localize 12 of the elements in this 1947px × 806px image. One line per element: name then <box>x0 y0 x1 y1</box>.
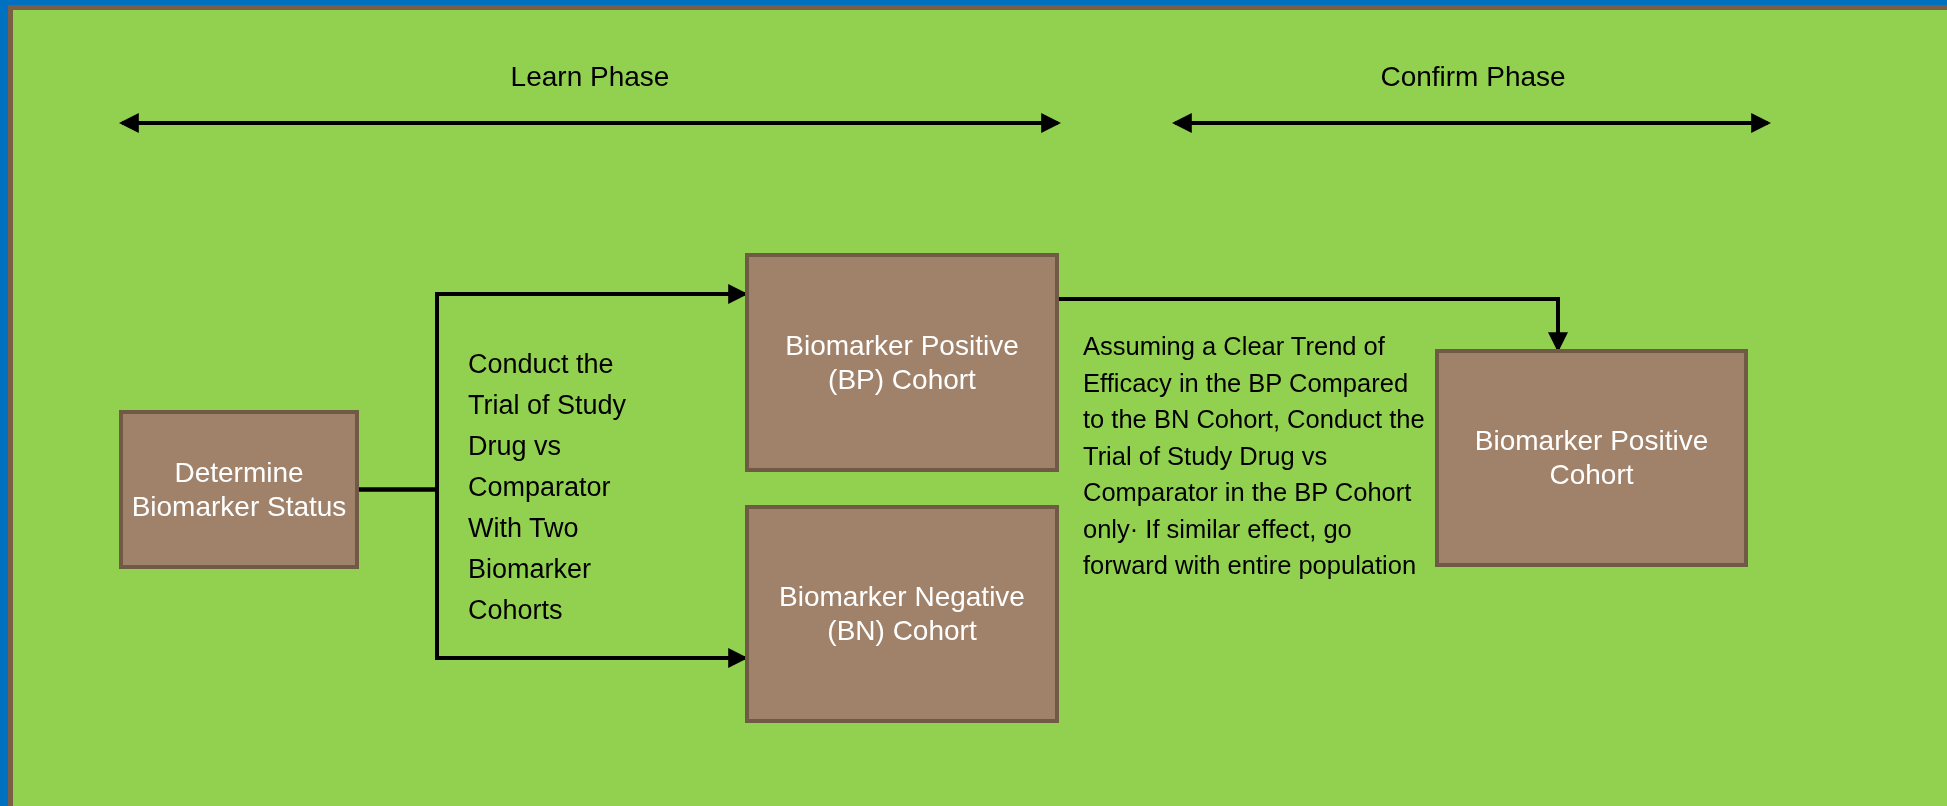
note-text: Assuming a Clear Trend of Efficacy in the BP Compared to the BN Cohort, Conduct the Trial of Study Drug vs Comparator in the BP Cohort only· If similar effect, go forward with entire population <box>1083 331 1426 581</box>
box-text: Biomarker Positive (BP) Cohort <box>784 328 1020 397</box>
process-box <box>745 505 1059 723</box>
process-box <box>119 410 359 569</box>
note-text: Conduct the Trial of Study Drug vs Comparator With Two Biomarker Cohorts <box>468 348 628 627</box>
box-text: Determine Biomarker Status <box>130 455 348 524</box>
process-box <box>1435 349 1748 567</box>
box-text: Biomarker Positive Cohort <box>1473 424 1710 492</box>
process-box <box>745 253 1059 472</box>
box-text: Biomarker Negative (BN) Cohort <box>778 580 1026 648</box>
phase-label: Learn Phase <box>509 60 671 94</box>
phase-label: Confirm Phase <box>1379 60 1567 94</box>
